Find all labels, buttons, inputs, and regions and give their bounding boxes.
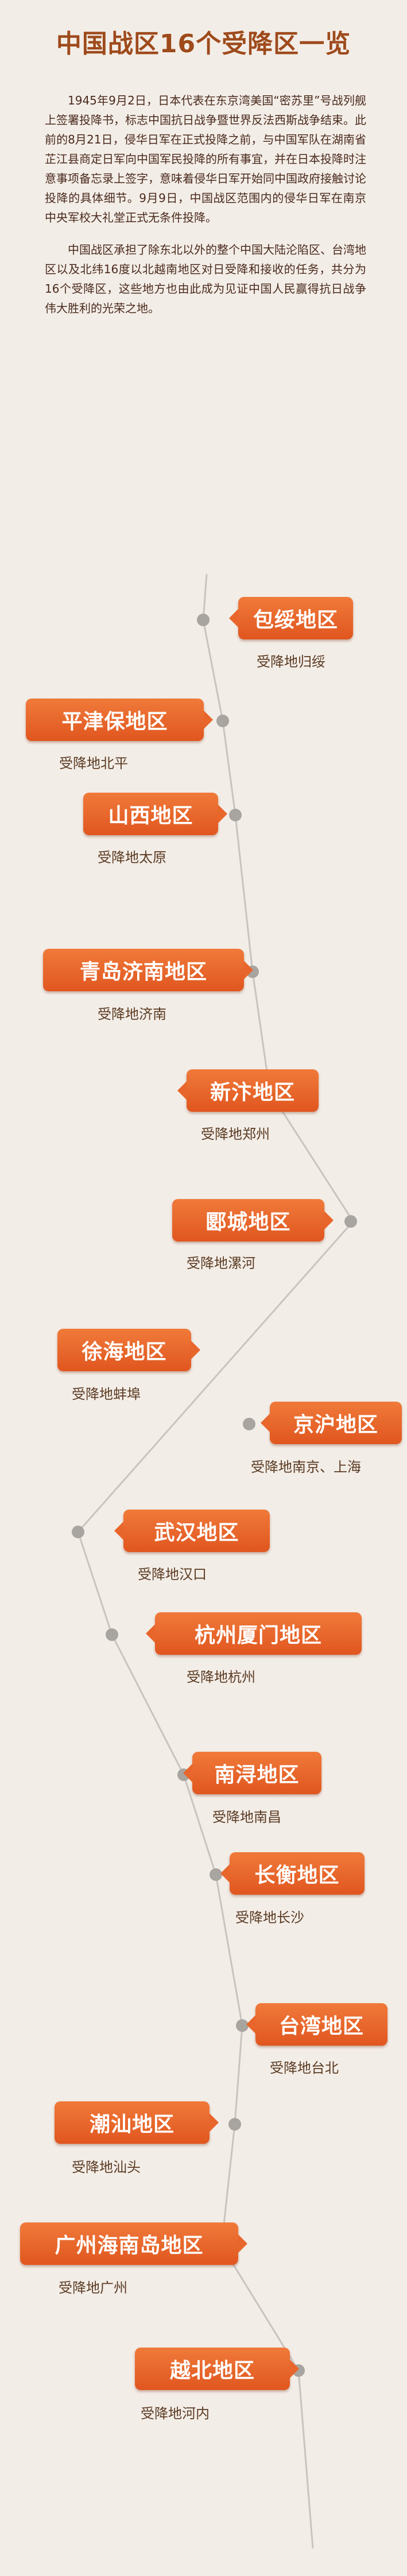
zone-name: 山西地区 bbox=[108, 804, 193, 828]
page-title: 中国战区16个受降区一览 bbox=[56, 29, 351, 59]
timeline-dot bbox=[197, 614, 210, 626]
zone-surrender-site: 受降地汉口 bbox=[138, 1566, 207, 1582]
zone-name: 郾城地区 bbox=[206, 1211, 291, 1234]
zone-name: 武汉地区 bbox=[154, 1521, 239, 1545]
zone-card: 徐海地区 bbox=[57, 1329, 200, 1371]
zone-card: 包绥地区 bbox=[229, 597, 353, 639]
timeline-line bbox=[77, 573, 354, 2549]
zone-name: 京沪地区 bbox=[293, 1413, 378, 1437]
zone-surrender-site: 受降地蚌埠 bbox=[72, 1386, 141, 1402]
zone-card: 平津保地区 bbox=[26, 699, 213, 741]
timeline-dot bbox=[243, 1418, 255, 1430]
zone-name: 南浔地区 bbox=[214, 1763, 300, 1787]
zone-name: 长衡地区 bbox=[254, 1864, 340, 1887]
timeline-dot bbox=[216, 715, 229, 727]
zone-name: 新汴地区 bbox=[210, 1081, 295, 1104]
zone-card: 杭州厦门地区 bbox=[146, 1612, 362, 1655]
zone-name: 青岛济南地区 bbox=[79, 960, 207, 984]
intro-paragraph-2: 中国战区承担了除东北以外的整个中国大陆沦陷区、台湾地区以及北纬16度以北越南地区… bbox=[45, 243, 366, 315]
intro-text: 1945年9月2日，日本代表在东京湾美国“密苏里”号战列舰上签署投降书，标志中国… bbox=[45, 91, 366, 331]
zone-card: 南浔地区 bbox=[183, 1752, 321, 1794]
zone-surrender-site: 受降地郑州 bbox=[201, 1126, 270, 1142]
zone-surrender-site: 受降地北平 bbox=[59, 755, 128, 771]
zone-name: 广州海南岛地区 bbox=[55, 2234, 204, 2257]
zone-card: 山西地区 bbox=[83, 793, 227, 835]
zone-name: 徐海地区 bbox=[82, 1340, 167, 1364]
intro-paragraph-1: 1945年9月2日，日本代表在东京湾美国“密苏里”号战列舰上签署投降书，标志中国… bbox=[45, 94, 366, 224]
zone-surrender-site: 受降地杭州 bbox=[187, 1669, 255, 1685]
zone-surrender-site: 受降地漯河 bbox=[187, 1255, 255, 1271]
zone-surrender-site: 受降地汕头 bbox=[72, 2159, 141, 2175]
zone-card: 潮汕地区 bbox=[55, 2101, 219, 2144]
zone-name: 包绥地区 bbox=[253, 608, 338, 632]
zone-surrender-site: 受降地台北 bbox=[270, 2060, 339, 2076]
zone-surrender-site: 受降地归绥 bbox=[257, 654, 325, 670]
zone-surrender-site: 受降地南京、上海 bbox=[251, 1459, 361, 1475]
zone-name: 潮汕地区 bbox=[89, 2113, 175, 2136]
timeline-dot bbox=[228, 2118, 241, 2131]
zone-card: 郾城地区 bbox=[172, 1199, 334, 1242]
zone-card: 武汉地区 bbox=[114, 1510, 270, 1552]
timeline-dot bbox=[236, 2019, 249, 2032]
zone-surrender-site: 受降地长沙 bbox=[235, 1910, 304, 1926]
timeline-dot bbox=[210, 1868, 222, 1881]
timeline-dot bbox=[344, 1215, 357, 1228]
zone-card: 台湾地区 bbox=[246, 2003, 387, 2046]
zone-name: 越北地区 bbox=[169, 2359, 255, 2383]
zone-card: 广州海南岛地区 bbox=[20, 2222, 247, 2265]
zone-surrender-site: 受降地济南 bbox=[98, 1006, 166, 1022]
zone-card: 长衡地区 bbox=[220, 1852, 365, 1895]
zone-name: 台湾地区 bbox=[278, 2015, 364, 2038]
zone-surrender-site: 受降地太原 bbox=[98, 849, 166, 866]
timeline-dot bbox=[72, 1526, 84, 1538]
timeline-dot bbox=[106, 1628, 118, 1641]
zone-card: 越北地区 bbox=[135, 2348, 299, 2390]
zone-name: 杭州厦门地区 bbox=[194, 1624, 322, 1647]
zone-card: 青岛济南地区 bbox=[43, 949, 253, 991]
zone-surrender-site: 受降地广州 bbox=[59, 2280, 127, 2296]
zone-name: 平津保地区 bbox=[61, 710, 168, 734]
zone-surrender-site: 受降地南昌 bbox=[212, 1809, 281, 1825]
zone-card: 京沪地区 bbox=[261, 1402, 402, 1444]
timeline-dot bbox=[229, 809, 242, 821]
zone-card: 新汴地区 bbox=[177, 1069, 319, 1112]
zone-surrender-site: 受降地河内 bbox=[141, 2406, 210, 2422]
